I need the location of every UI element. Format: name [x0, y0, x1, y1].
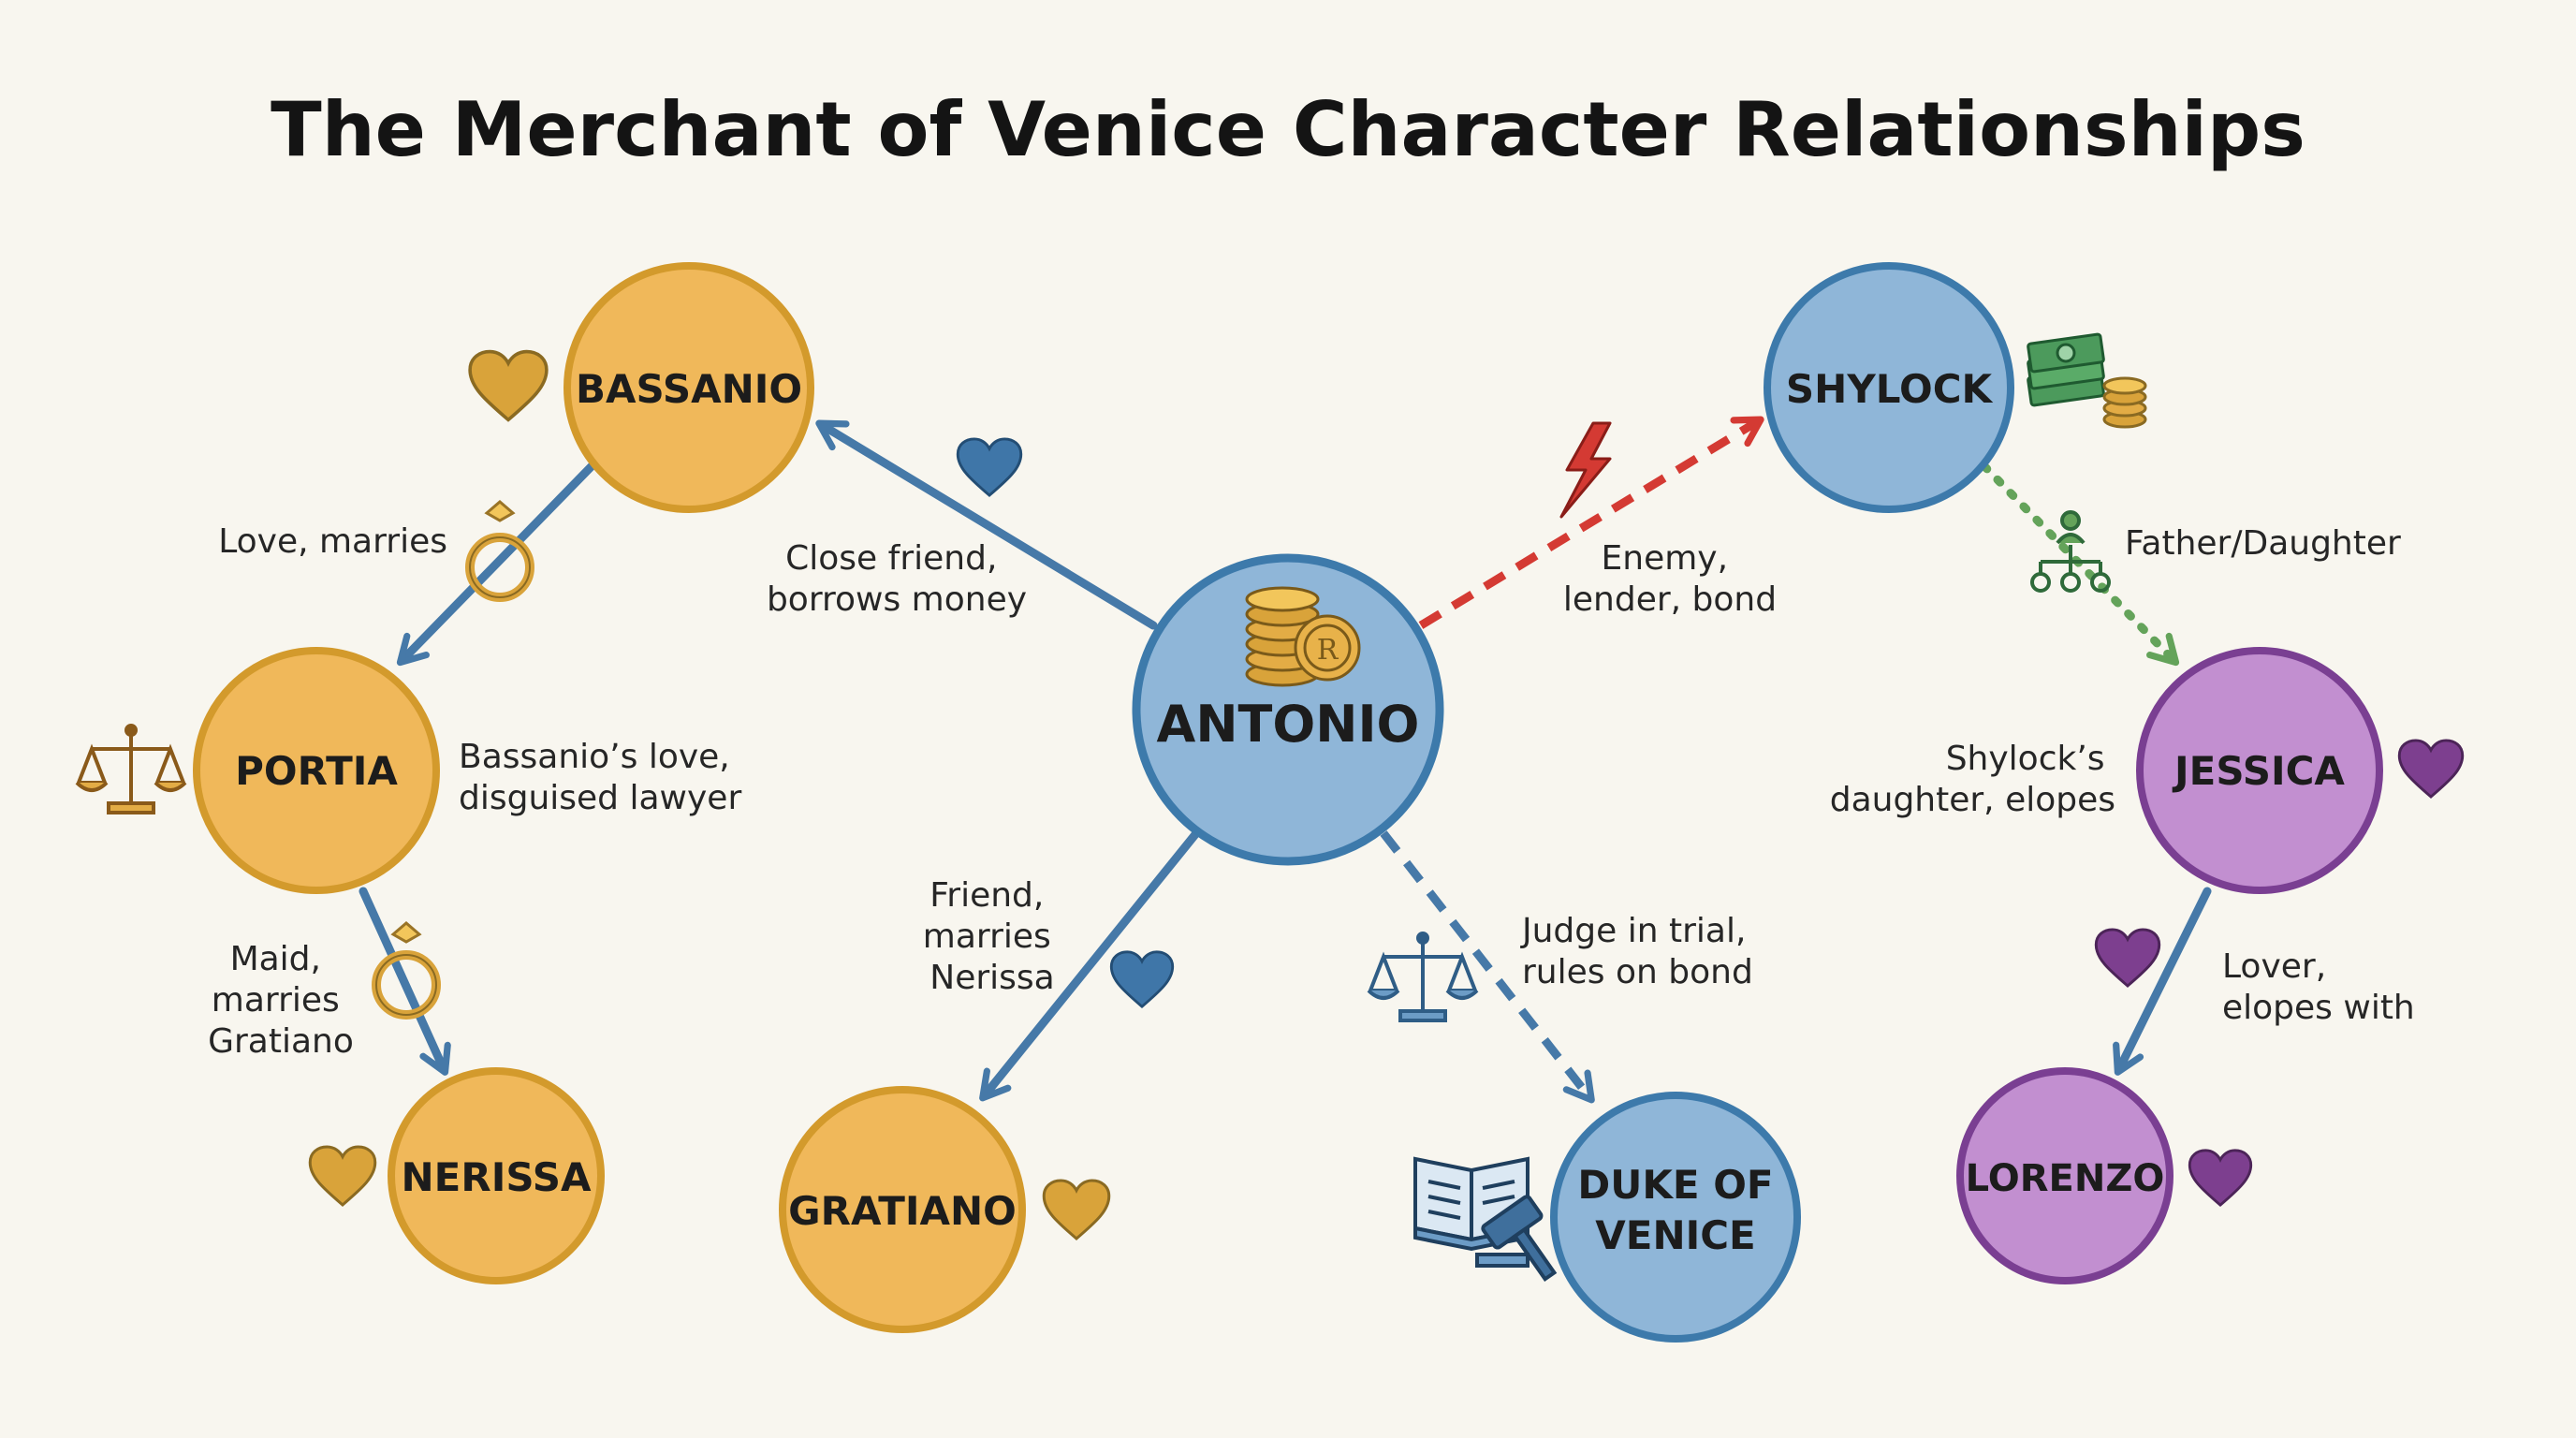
node-bassanio[interactable]: BASSANIO — [564, 262, 814, 513]
heart-icon — [308, 1145, 377, 1207]
law-book-gavel-icon — [1413, 1156, 1558, 1283]
heart-icon — [468, 349, 549, 422]
node-label-duke-line2: VENICE — [1595, 1212, 1756, 1258]
edge-label-bassanio-portia: Love, marries — [218, 522, 447, 561]
node-label-portia: PORTIA — [235, 748, 398, 794]
node-label-nerissa: NERISSA — [402, 1154, 592, 1200]
heart-icon — [1109, 950, 1175, 1008]
scales-icon — [75, 724, 187, 814]
family-tree-icon — [2030, 510, 2111, 593]
edge-jessica-lorenzo — [2113, 887, 2212, 1076]
edge-labels: Close friend, borrows money Enemy, lende… — [208, 522, 2415, 1061]
edge-label-antonio-bassanio: Close friend, borrows money — [767, 539, 1027, 619]
edge-label-jessica-lorenzo: Lover, elopes with — [2222, 947, 2415, 1027]
coin-mark: R — [1317, 634, 1339, 667]
edge-antonio-duke — [1380, 830, 1595, 1104]
edge-antonio-shylock — [1418, 416, 1764, 629]
node-gratiano[interactable]: GRATIANO — [779, 1086, 1026, 1333]
edge-label-portia-side: Bassanio’s love, disguised lawyer — [459, 738, 741, 817]
money-stack-icon — [2027, 332, 2147, 429]
edge-label-antonio-gratiano: Friend, marries Nerissa — [923, 876, 1061, 997]
edge-bassanio-portia — [396, 462, 596, 667]
coin-stack-icon: R — [1245, 586, 1361, 687]
ring-icon — [372, 921, 441, 1020]
heart-icon — [2188, 1149, 2253, 1207]
node-shylock[interactable]: SHYLOCK — [1764, 262, 2014, 513]
node-portia[interactable]: PORTIA — [193, 647, 440, 894]
edge-label-shylock-jessica: Father/Daughter — [2125, 524, 2401, 563]
node-lorenzo[interactable]: LORENZO — [1956, 1067, 2174, 1284]
page-title: The Merchant of Venice Character Relatio… — [271, 86, 2305, 173]
node-nerissa[interactable]: NERISSA — [388, 1067, 605, 1284]
node-label-lorenzo: LORENZO — [1966, 1157, 2165, 1200]
edge-label-antonio-duke: Judge in trial, rules on bond — [1520, 912, 1757, 991]
edge-label-portia-nerissa: Maid, marries Gratiano — [208, 940, 354, 1061]
node-label-duke-line1: DUKE OF — [1577, 1162, 1773, 1208]
node-jessica[interactable]: JESSICA — [2136, 647, 2383, 894]
edge-antonio-gratiano — [979, 829, 1201, 1102]
node-label-gratiano: GRATIANO — [788, 1188, 1017, 1234]
heart-icon — [2397, 739, 2465, 799]
node-label-shylock: SHYLOCK — [1786, 366, 1994, 412]
node-antonio[interactable]: ANTONIO — [1132, 553, 1444, 866]
edge-antonio-bassanio — [815, 419, 1158, 630]
edge-portia-nerissa — [359, 887, 451, 1076]
ring-icon — [465, 500, 534, 602]
heart-icon — [1042, 1179, 1111, 1240]
node-label-bassanio: BASSANIO — [576, 366, 802, 412]
scales-icon — [1367, 932, 1479, 1022]
edges — [359, 416, 2212, 1104]
heart-icon — [956, 437, 1023, 497]
node-label-jessica: JESSICA — [2172, 748, 2345, 794]
edge-label-jessica-side: Shylock’s daughter, elopes — [1830, 740, 2115, 819]
node-label-antonio: ANTONIO — [1157, 695, 1420, 754]
edge-label-antonio-shylock: Enemy, lender, bond — [1563, 539, 1777, 619]
lightning-icon — [1559, 421, 1612, 519]
node-duke-of-venice[interactable]: DUKE OF VENICE — [1550, 1092, 1801, 1343]
heart-icon — [2094, 928, 2161, 988]
